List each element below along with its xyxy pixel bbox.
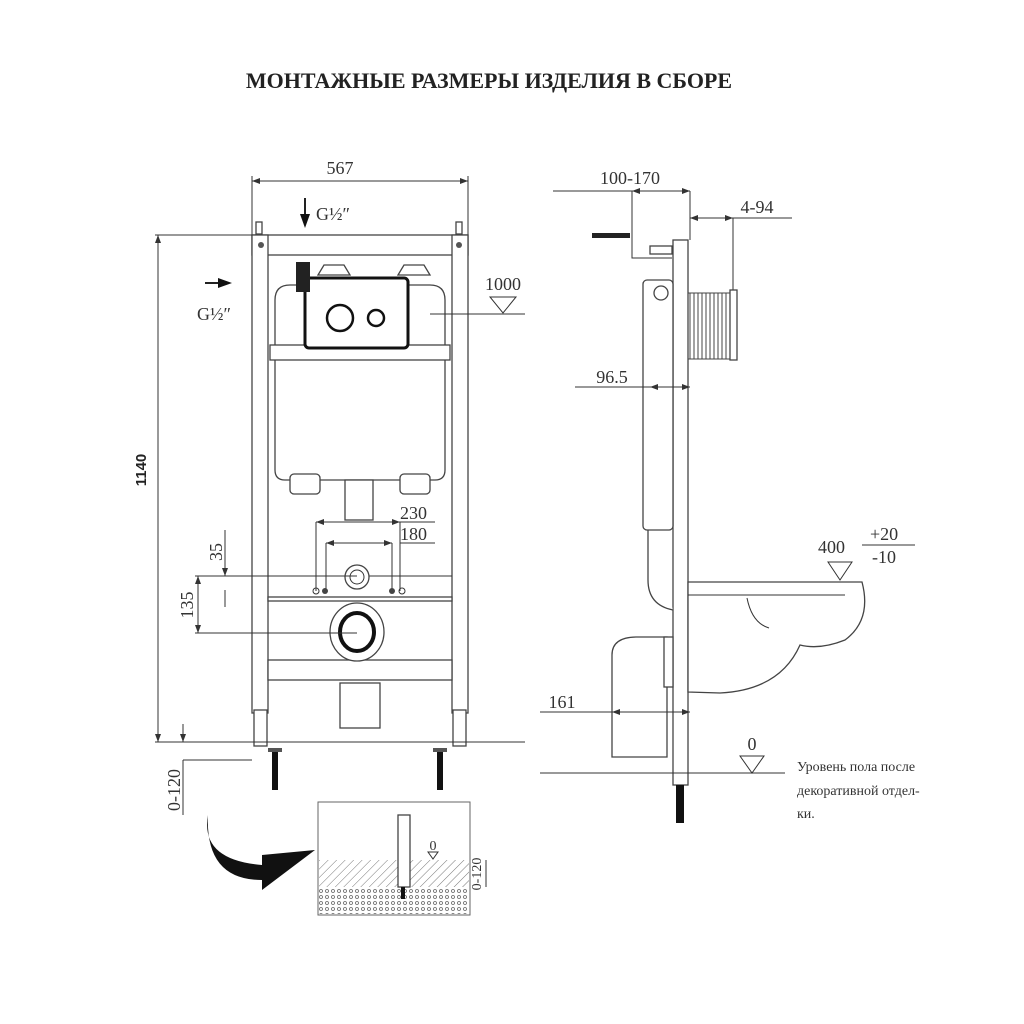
bolt-spacing-inner: 180	[400, 524, 427, 544]
floor-inset: 0 0-120	[207, 801, 487, 916]
drain-depth-dimension: 161	[549, 692, 576, 712]
bolt-spacing-outer: 230	[400, 503, 427, 523]
seat-tolerance-minus: -10	[872, 547, 896, 567]
button-height-dimension: 1000	[485, 274, 521, 294]
offset-35: 35	[206, 543, 226, 561]
width-dimension: 567	[327, 158, 354, 178]
floor-note-line-3: ки.	[797, 807, 815, 822]
offset-135: 135	[177, 592, 197, 619]
front-view: 567 G½″ G½″ 1000 1140	[133, 158, 525, 815]
seat-tolerance-plus: +20	[870, 524, 898, 544]
side-view: 100-170 4-94 96.5 400 +20 -10 161	[540, 168, 920, 823]
flush-plate	[303, 276, 410, 350]
curved-arrow-icon	[207, 815, 315, 890]
page-title: МОНТАЖНЫЕ РАЗМЕРЫ ИЗДЕЛИЯ В СБОРЕ	[246, 68, 732, 93]
seat-height-dimension: 400	[818, 537, 845, 557]
leg-adjust-dimension: 0-120	[164, 769, 184, 811]
inset-floor-mark: 0	[430, 839, 437, 854]
depth-range-dimension: 100-170	[600, 168, 660, 188]
flush-button-large	[325, 303, 355, 333]
wall-range-dimension: 4-94	[741, 197, 774, 217]
flush-button-small	[366, 308, 386, 328]
floor-level-mark: 0	[748, 734, 757, 754]
arrow-right-icon	[218, 278, 232, 288]
floor-note-line-1: Уровень пола после	[797, 760, 915, 775]
inlet-top-label: G½″	[316, 204, 350, 224]
floor-note-line-2: декоративной отдел-	[797, 784, 920, 799]
inset-range: 0-120	[470, 858, 485, 891]
tank-depth-dimension: 96.5	[596, 367, 628, 387]
height-dimension: 1140	[133, 454, 150, 487]
arrow-down-icon	[300, 214, 310, 228]
inlet-side-label: G½″	[197, 304, 231, 324]
